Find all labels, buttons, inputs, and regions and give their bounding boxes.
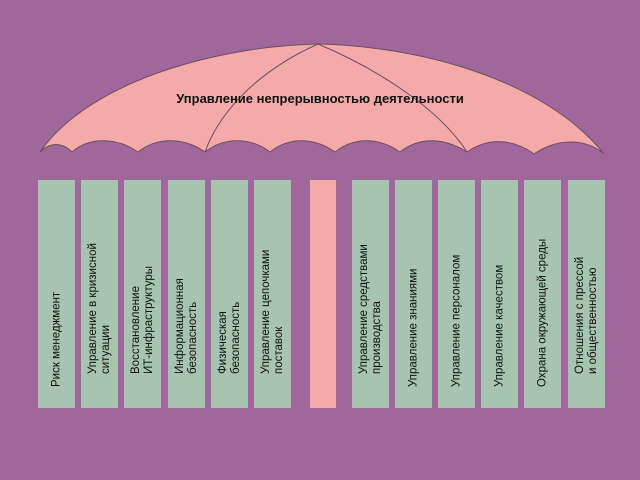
pillar-8: Управление средствами производства bbox=[352, 180, 389, 408]
pillar-label: Управление персоналом bbox=[450, 254, 462, 387]
pillar-label: Управление в кризисной ситуации bbox=[86, 243, 112, 374]
canopy-shape bbox=[39, 43, 605, 155]
pillar-label: Отношения с прессой и общественностью bbox=[573, 256, 599, 374]
pillar-2: Управление в кризисной ситуации bbox=[81, 180, 118, 408]
pillar-label: Управление качеством bbox=[493, 264, 505, 387]
center-pillar bbox=[310, 180, 336, 408]
pillar-label: Управление средствами производства bbox=[357, 244, 383, 374]
pillar-6: Управление цепочками поставок bbox=[254, 180, 291, 408]
pillar-11: Управление качеством bbox=[481, 180, 518, 408]
canopy-rib-right bbox=[317, 43, 468, 153]
pillar-3: Восстановление ИТ-инфраструктуры bbox=[124, 180, 161, 408]
pillar-5: Физическая безопасность bbox=[211, 180, 248, 408]
pillar-label: Физическая безопасность bbox=[216, 301, 242, 374]
pillar-label: Управление знаниями bbox=[407, 268, 419, 387]
pillar-label: Риск менеджмент bbox=[50, 291, 62, 387]
pillar-13: Отношения с прессой и общественностью bbox=[568, 180, 605, 408]
pillar-1: Риск менеджмент bbox=[38, 180, 75, 408]
pillar-10: Управление персоналом bbox=[438, 180, 475, 408]
pillar-4: Информационная безопасность bbox=[168, 180, 205, 408]
pillar-label: Охрана окружающей среды bbox=[536, 238, 548, 387]
pillar-label: Управление цепочками поставок bbox=[259, 249, 285, 374]
pillar-label: Восстановление ИТ-инфраструктуры bbox=[129, 265, 155, 374]
canopy-rib-left bbox=[204, 43, 319, 153]
pillar-label: Информационная безопасность bbox=[173, 278, 199, 374]
pillar-12: Охрана окружающей среды bbox=[524, 180, 561, 408]
pillar-9: Управление знаниями bbox=[395, 180, 432, 408]
umbrella-title: Управление непрерывностью деятельности bbox=[176, 91, 464, 106]
